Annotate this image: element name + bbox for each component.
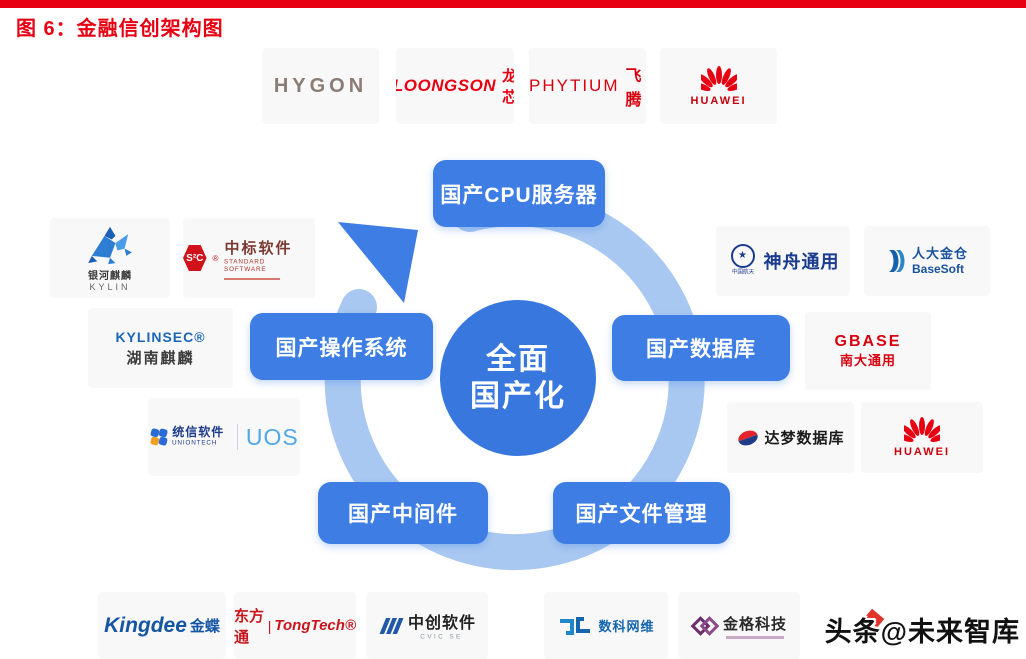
watermark-text: 头条@未来智库 bbox=[824, 617, 1020, 647]
jinge-diamonds-icon bbox=[690, 615, 719, 636]
hygon-logo: HYGON bbox=[273, 74, 368, 97]
node-domestic-cpu-server: 国产CPU服务器 bbox=[433, 160, 605, 227]
uniontech-divider bbox=[236, 424, 238, 450]
uniontech-cn-label: 统信软件 bbox=[172, 424, 225, 439]
uniontech-pinwheel-icon bbox=[150, 428, 168, 446]
shuke-chain-icon bbox=[560, 616, 591, 635]
dameng-swirl-icon bbox=[738, 430, 759, 445]
phytium-logo: PHYTIUM bbox=[529, 76, 620, 95]
watermark: 头条@未来智库 bbox=[824, 608, 1020, 649]
zhongbiao-cn-label: 中标软件 bbox=[224, 239, 293, 257]
vendor-card-shuke: 数科网维 bbox=[544, 592, 668, 659]
zhongbiao-tiny-text-bar bbox=[224, 277, 281, 280]
uos-wordmark: UOS bbox=[245, 423, 299, 450]
huawei-wordmark: HUAWEI bbox=[690, 94, 747, 107]
casc-emblem-label: 中国航天 bbox=[731, 268, 754, 275]
cycle-arrow-icon bbox=[338, 222, 418, 303]
gbase-logo: GBASE bbox=[834, 332, 902, 350]
vendor-card-loongson: LOONGSON 龙芯 bbox=[396, 48, 514, 124]
vendor-card-huawei-right: HUAWEI bbox=[861, 402, 983, 473]
tongtech-logo: TongTech® bbox=[274, 617, 356, 634]
vendor-card-gbase: GBASE 南大通用 bbox=[805, 312, 931, 390]
dameng-label: 达梦数据库 bbox=[764, 430, 845, 447]
kingdee-logo: Kingdee bbox=[104, 613, 187, 637]
loongson-cn-label: 龙芯 bbox=[502, 68, 514, 106]
node-domestic-os: 国产操作系统 bbox=[250, 313, 433, 380]
s2c-badge-icon: S²C bbox=[183, 245, 207, 271]
top-red-bar bbox=[0, 0, 1026, 8]
tongtech-cn-label: 东方通 bbox=[234, 606, 265, 646]
vendor-card-phytium: PHYTIUM 飞腾 bbox=[529, 48, 646, 124]
jinge-label: 金格科技 bbox=[722, 615, 787, 633]
cvic-en-label: CVIC SE bbox=[420, 633, 464, 641]
kingdee-cn-label: 金蝶 bbox=[189, 618, 220, 635]
vendor-card-kingbase: 人大金仓 BaseSoft bbox=[864, 226, 990, 296]
huawei-wordmark: HUAWEI bbox=[894, 446, 950, 458]
registered-mark: ® bbox=[212, 253, 219, 263]
vendor-card-hygon: HYGON bbox=[262, 48, 379, 124]
loongson-logo: LOONGSON bbox=[396, 76, 497, 95]
vendor-card-kylin: 银河麒麟 KYLIN bbox=[50, 218, 170, 298]
kylinsec-cn-label: 湖南麒麟 bbox=[126, 349, 195, 367]
vendor-card-tongtech: 东方通 | TongTech® bbox=[234, 592, 356, 659]
kylin-cn-label: 银河麒麟 bbox=[88, 270, 132, 282]
cvic-slashes-icon bbox=[379, 617, 404, 634]
node-domestic-middleware: 国产中间件 bbox=[318, 482, 488, 544]
kylinsec-logo: KYLINSEC® bbox=[115, 328, 206, 345]
vendor-card-jinge: 金格科技 bbox=[678, 592, 800, 659]
uniontech-en-label: UNIONTECH bbox=[172, 439, 218, 447]
vendor-card-huawei-top: HUAWEI bbox=[660, 48, 777, 124]
tongtech-divider: | bbox=[267, 617, 272, 634]
vendor-card-kylinsec: KYLINSEC® 湖南麒麟 bbox=[88, 308, 233, 388]
vendor-card-shenzhou: ★ 中国航天 神舟通用 bbox=[716, 226, 850, 296]
zhongbiao-en-label: STANDARD SOFTWARE bbox=[224, 257, 267, 272]
vendor-card-uniontech: 统信软件 UNIONTECH UOS bbox=[148, 398, 300, 476]
vendor-card-dameng: 达梦数据库 bbox=[727, 402, 854, 473]
huawei-flower-icon bbox=[700, 65, 737, 91]
gbase-cn-label: 南大通用 bbox=[839, 353, 896, 369]
center-line1: 全面 bbox=[486, 342, 550, 376]
phytium-cn-label: 飞腾 bbox=[625, 68, 642, 109]
kingbase-en-label: BaseSoft bbox=[911, 261, 964, 276]
vendor-card-zhongbiao: S²C ® 中标软件 STANDARD SOFTWARE bbox=[183, 218, 315, 298]
casc-emblem-icon: ★ bbox=[730, 243, 755, 268]
center-full-localization: 全面 国产化 bbox=[440, 300, 596, 456]
shuke-label: 数科网维 bbox=[598, 619, 655, 634]
vendor-card-kingdee: Kingdee 金蝶 bbox=[98, 592, 226, 659]
node-domestic-database: 国产数据库 bbox=[612, 315, 790, 381]
kylin-beast-icon bbox=[88, 226, 132, 264]
vendor-card-cvic: 中创软件 CVIC SE bbox=[366, 592, 488, 659]
jinge-tiny-text-bar bbox=[725, 635, 784, 639]
node-domestic-file-management: 国产文件管理 bbox=[553, 482, 730, 544]
center-line2: 国产化 bbox=[470, 380, 566, 413]
huawei-flower-icon bbox=[904, 417, 940, 443]
shenzhou-logo: 神舟通用 bbox=[763, 252, 840, 272]
cvic-cn-label: 中创软件 bbox=[407, 615, 476, 632]
kylin-en-label: KYLIN bbox=[89, 281, 131, 292]
kingbase-cn-label: 人大金仓 bbox=[911, 246, 968, 262]
figure-title: 图 6：金融信创架构图 bbox=[16, 18, 224, 40]
kingbase-b-swoosh-icon bbox=[888, 250, 905, 272]
